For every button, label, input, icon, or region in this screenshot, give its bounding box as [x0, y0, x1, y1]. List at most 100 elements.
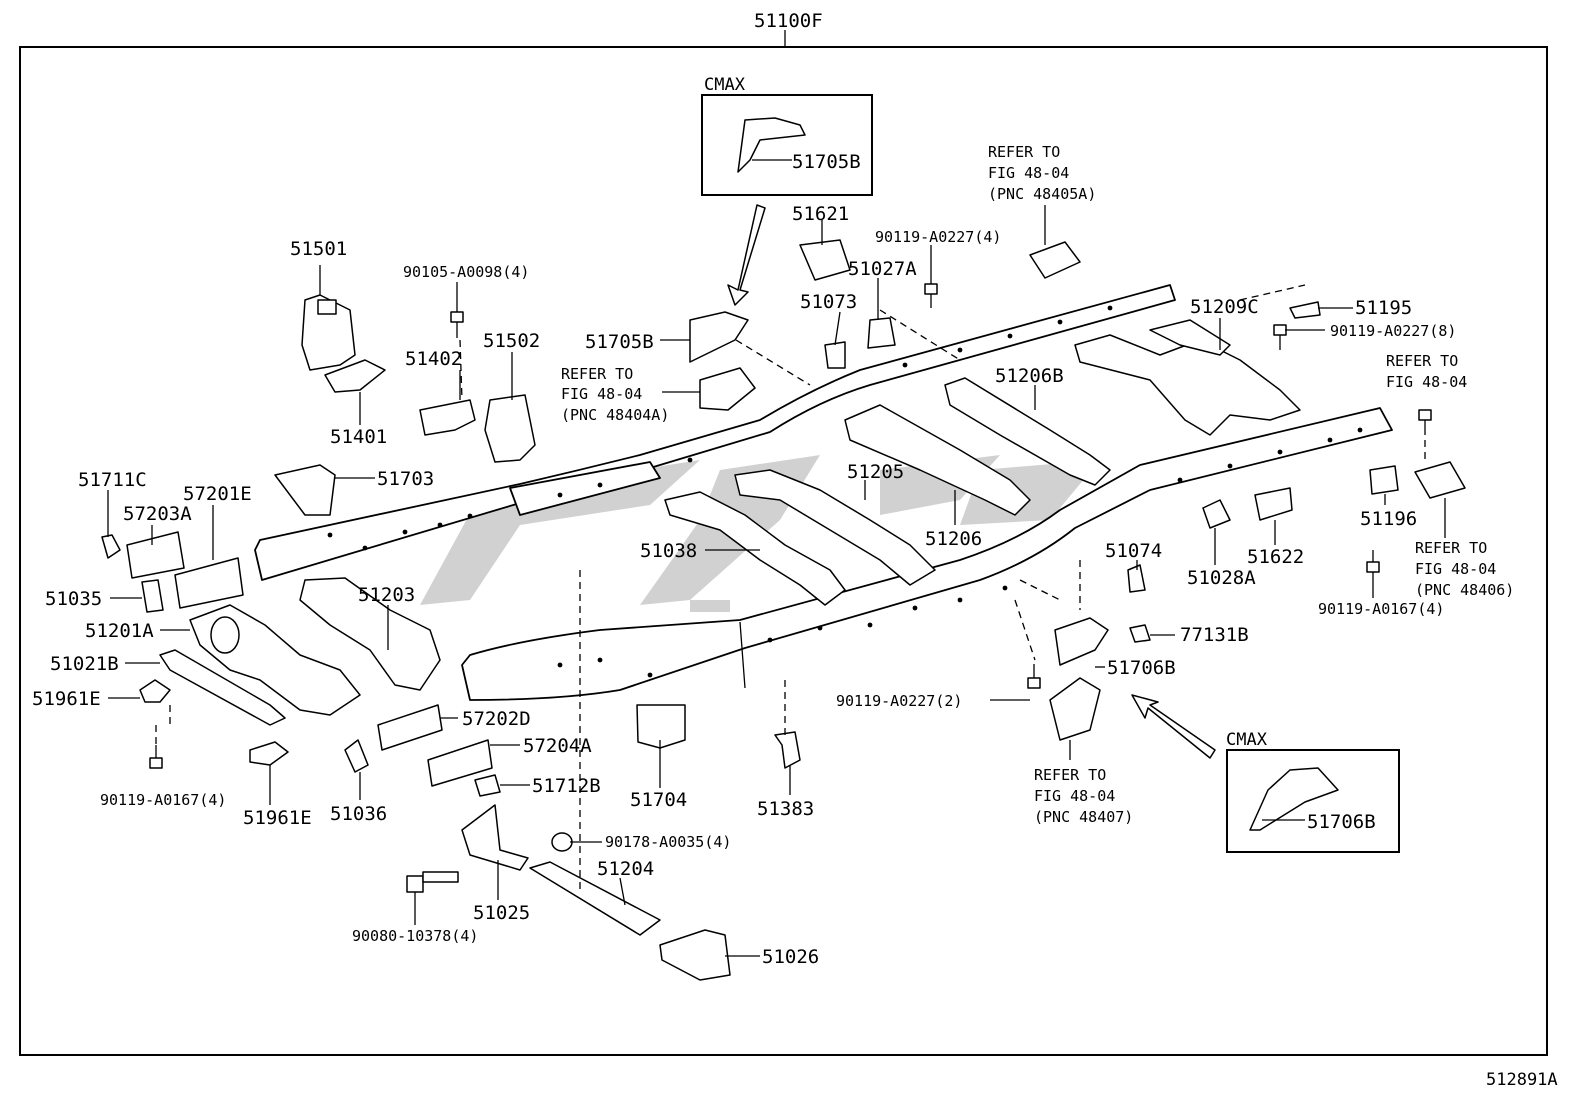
label-51021B: 51021B — [50, 653, 119, 675]
part-shape-48406 — [1414, 461, 1466, 499]
label-51209C: 51209C — [1190, 296, 1259, 318]
part-shape-51622 — [1254, 487, 1293, 521]
label-51074: 51074 — [1105, 540, 1162, 562]
part-shape-51402 — [419, 399, 476, 436]
label-51383: 51383 — [757, 798, 814, 820]
label-90119-A0227-8: 90119-A0227(8) — [1330, 322, 1456, 340]
label-90119-A0227-4: 90119-A0227(4) — [875, 228, 1001, 246]
label-51028A: 51028A — [1187, 567, 1256, 589]
part-shape-51712B — [474, 774, 501, 797]
part-shape-57202D — [377, 704, 443, 751]
ref-48405A-line1: REFER TO — [988, 143, 1060, 161]
label-90105-A0098: 90105-A0098(4) — [403, 263, 529, 281]
inset-part-51705B — [737, 117, 806, 173]
label-90119-A0167-left: 90119-A0167(4) — [100, 791, 226, 809]
ref-48407-line1: REFER TO — [1034, 766, 1106, 784]
crossmember-51205 — [734, 469, 936, 586]
ref-48406-line3: (PNC 48406) — [1415, 581, 1514, 599]
label-90080-10378: 90080-10378(4) — [352, 927, 478, 945]
crossmember-51201A — [189, 604, 361, 716]
part-shape-57204A — [427, 739, 493, 787]
part-shape-51704 — [636, 704, 686, 749]
part-shape-51196 — [1369, 465, 1399, 495]
part-shape-51073 — [824, 341, 846, 369]
label-51402: 51402 — [405, 348, 462, 370]
cmax-inset-box-top — [701, 94, 873, 196]
label-90119-A0167-right: 90119-A0167(4) — [1318, 600, 1444, 618]
label-51206B: 51206B — [995, 365, 1064, 387]
label-51705B-inset: 51705B — [792, 151, 861, 173]
crossmember-51206B — [944, 377, 1111, 486]
part-shape-51711C — [101, 534, 121, 559]
nut-90178-A0035 — [551, 832, 573, 852]
label-51025: 51025 — [473, 902, 530, 924]
ref-48404A-line3: (PNC 48404A) — [561, 406, 669, 424]
part-shape-48405A — [1029, 241, 1081, 279]
label-57203A: 57203A — [123, 503, 192, 525]
label-51622: 51622 — [1247, 546, 1304, 568]
part-shape-51074 — [1127, 564, 1146, 593]
label-51706B: 51706B — [1107, 657, 1176, 679]
part-shape-51401 — [324, 359, 386, 393]
dashed-guides — [155, 284, 1426, 890]
inset-part-51706B — [1249, 767, 1339, 831]
ref-48404A-line2: FIG 48-04 — [561, 385, 642, 403]
label-51026: 51026 — [762, 946, 819, 968]
label-51038: 51038 — [640, 540, 697, 562]
figure-code: 512891A — [1486, 1070, 1558, 1090]
arrow-top-inset — [727, 204, 766, 306]
ref-48407-line3: (PNC 48407) — [1034, 808, 1133, 826]
label-51203: 51203 — [358, 584, 415, 606]
crossmember-51203 — [299, 577, 441, 691]
bolt-90080-10378 — [406, 871, 459, 893]
cmax-inset-box-bottom — [1226, 749, 1400, 853]
label-51704: 51704 — [630, 789, 687, 811]
assembly-label: 51100F — [754, 10, 823, 32]
label-51703: 51703 — [377, 468, 434, 490]
ref-48405A-line3: (PNC 48405A) — [988, 185, 1096, 203]
label-51201A: 51201A — [85, 620, 154, 642]
rail-joint — [739, 621, 746, 689]
left-rail-box — [509, 461, 661, 516]
ref-48407-line2: FIG 48-04 — [1034, 787, 1115, 805]
part-labels: 51705B 51705B 51621 51027A 51073 51501 5… — [32, 151, 1417, 968]
label-51196: 51196 — [1360, 508, 1417, 530]
outer-frame — [19, 46, 1548, 1056]
label-51961E-a: 51961E — [32, 688, 101, 710]
cmax-label-bottom: CMAX — [1226, 730, 1268, 750]
part-shape-51621 — [799, 239, 851, 281]
part-shape-51036 — [344, 739, 369, 773]
part-shape-51502 — [484, 394, 536, 463]
part-shape-51027A — [867, 317, 896, 349]
ref-48405A-line2: FIG 48-04 — [988, 164, 1069, 182]
crossmember-51038 — [664, 491, 846, 606]
label-51073: 51073 — [800, 291, 857, 313]
part-shape-51706B — [1054, 617, 1109, 666]
part-shape-57203A — [126, 531, 185, 579]
part-shape-51035 — [141, 579, 164, 613]
part-shape-51703 — [274, 464, 336, 516]
part-shape-48407 — [1049, 677, 1101, 741]
arrow-bottom-inset — [1131, 694, 1216, 759]
label-51621: 51621 — [792, 203, 849, 225]
leader-lines — [107, 205, 1446, 957]
part-shape-51383 — [774, 731, 801, 769]
part-shape-51204 — [529, 861, 661, 936]
reference-notes: REFER TO FIG 48-04 (PNC 48405A) REFER TO… — [561, 143, 1514, 826]
ref-48406-line2: FIG 48-04 — [1415, 560, 1496, 578]
label-51706B-inset: 51706B — [1307, 811, 1376, 833]
ref-48406-line1: REFER TO — [1415, 539, 1487, 557]
part-shape-51961E-b — [249, 741, 289, 766]
part-shape-51501 — [301, 294, 356, 371]
label-51206: 51206 — [925, 528, 982, 550]
label-51036: 51036 — [330, 803, 387, 825]
part-shape-51025 — [461, 804, 529, 871]
crossmember-51206 — [844, 404, 1031, 516]
crossmember-51209C — [1074, 319, 1301, 436]
label-51401: 51401 — [330, 426, 387, 448]
label-51502: 51502 — [483, 330, 540, 352]
ref-fig-line1: REFER TO — [1386, 352, 1458, 370]
part-shape-48404A — [699, 367, 756, 411]
fastener-labels: 90105-A0098(4) 90119-A0227(4) 90119-A022… — [100, 228, 1456, 945]
